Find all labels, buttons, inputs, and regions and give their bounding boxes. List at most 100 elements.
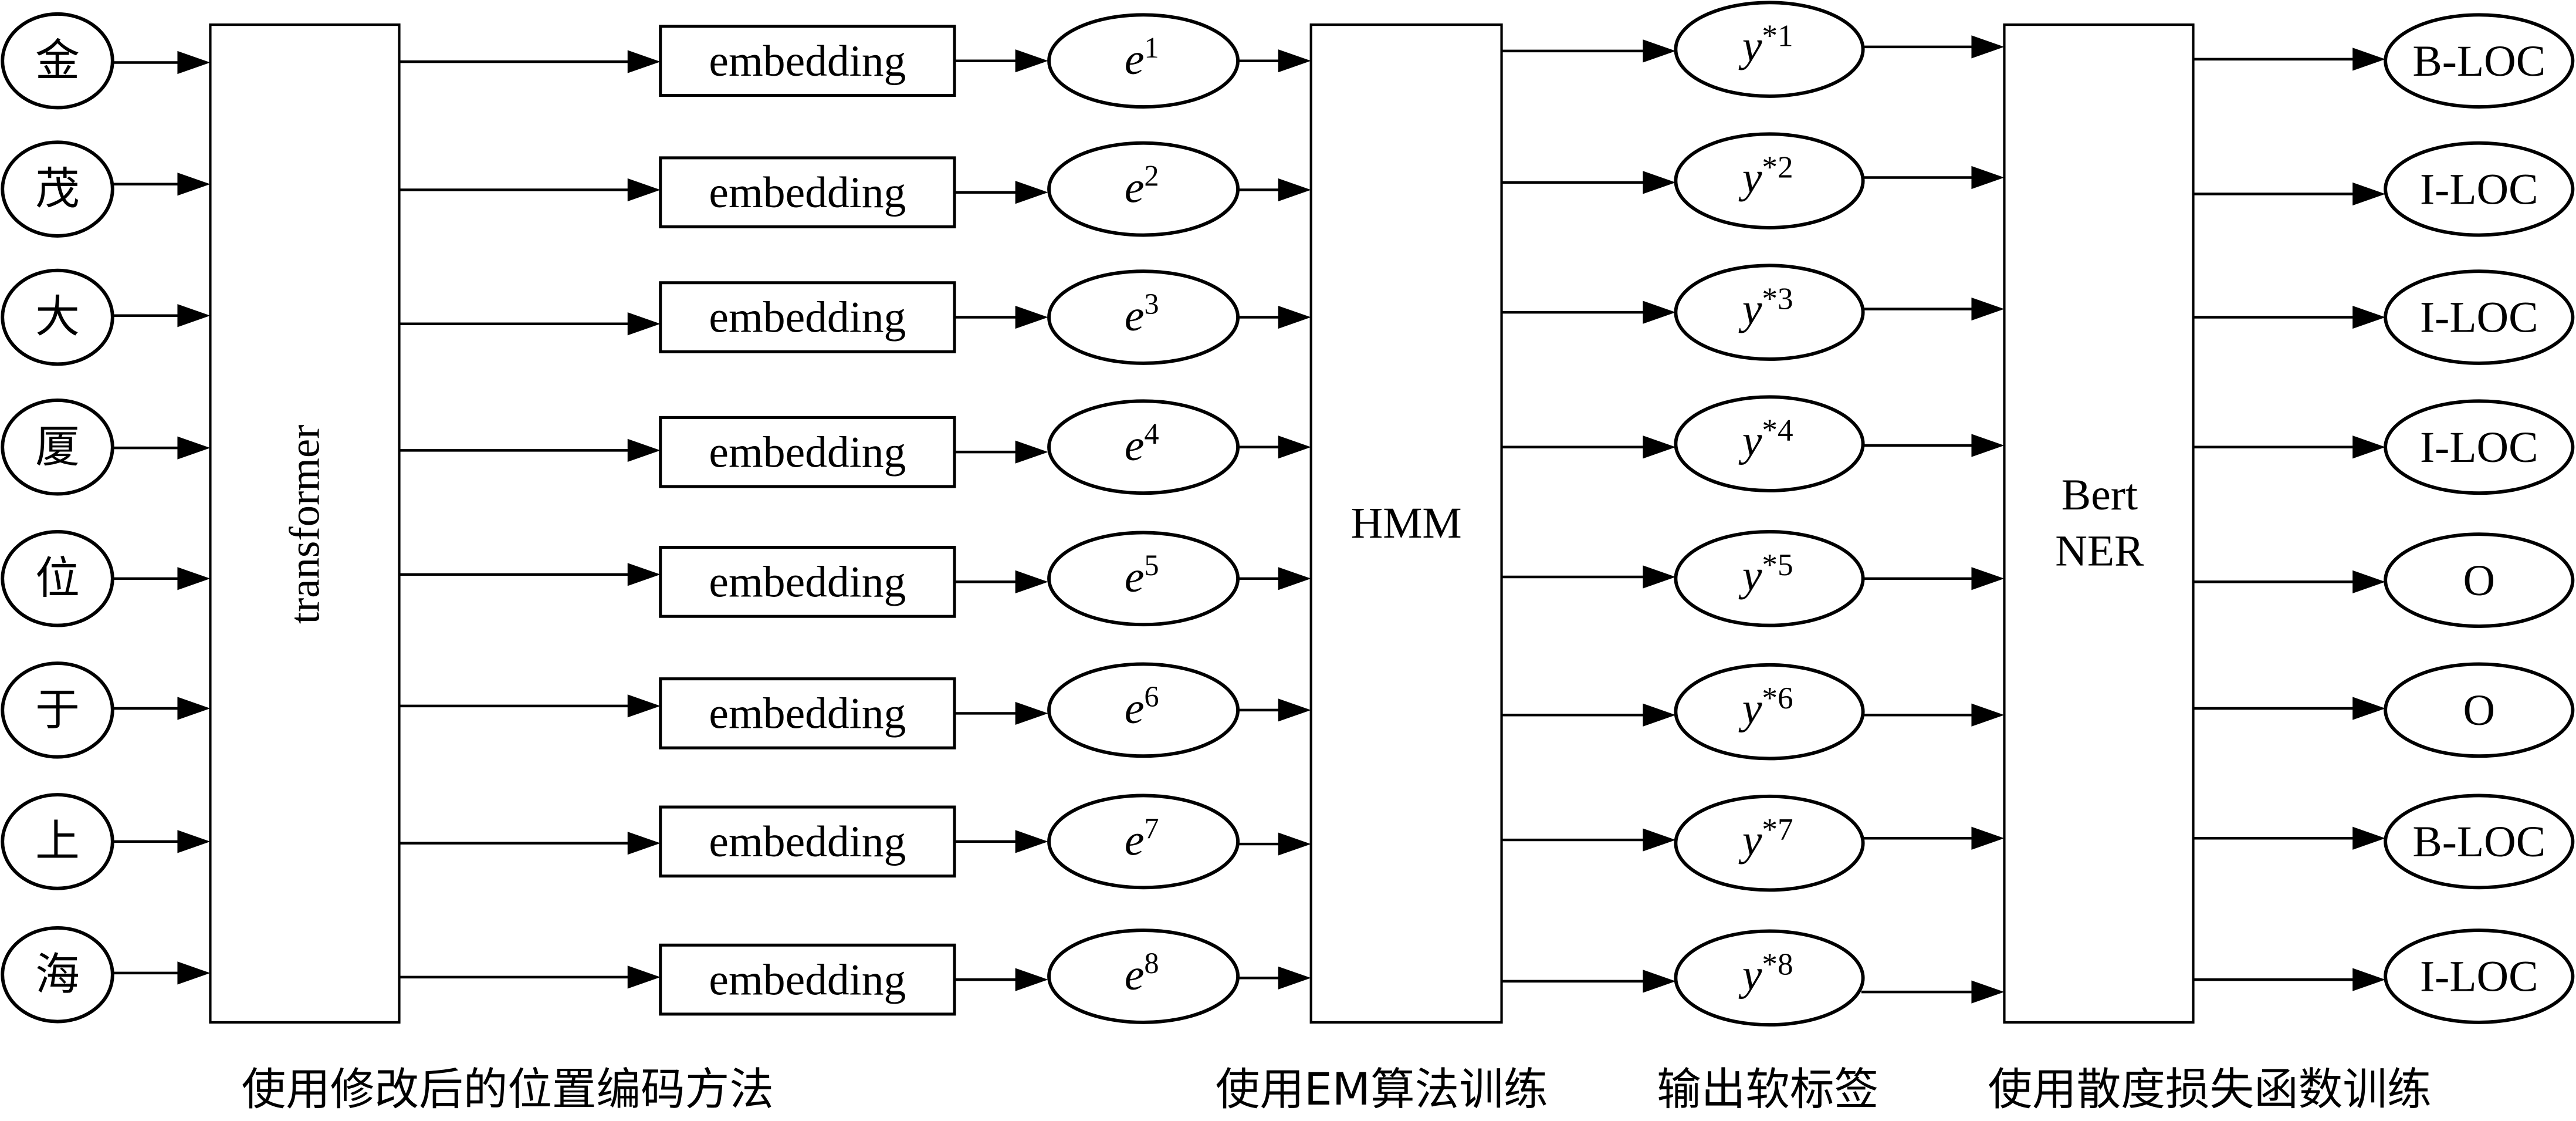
input-char-label: 海 xyxy=(35,948,80,1000)
arrowhead-icon xyxy=(627,563,661,586)
e-node-2: e2 xyxy=(1047,141,1240,237)
arrow-embedding-to-e-6 xyxy=(954,701,1048,725)
arrow-e-to-hmm-2 xyxy=(1237,178,1311,202)
arrow-e-to-hmm-3 xyxy=(1237,305,1311,329)
arrow-soft-label-to-bert-1 xyxy=(1861,35,2005,59)
soft-label-base: y xyxy=(1738,551,1762,600)
soft-label-node-5: y*5 xyxy=(1674,530,1865,627)
arrowhead-icon xyxy=(1971,434,2005,457)
arrowhead-icon xyxy=(1015,570,1048,594)
arrow-hmm-to-soft-label-1 xyxy=(1501,39,1676,63)
arrowhead-icon xyxy=(1971,703,2005,727)
embedding-box xyxy=(659,281,956,353)
soft-label-ellipse xyxy=(1674,1,1865,98)
arrow-hmm-to-soft-label-4 xyxy=(1501,435,1676,459)
soft-label-ellipse xyxy=(1674,132,1865,229)
arrowhead-icon xyxy=(1643,970,1676,993)
e-node-superscript: 8 xyxy=(1144,947,1159,980)
arrow-bert-to-output-8 xyxy=(2193,968,2386,991)
arrowhead-icon xyxy=(1643,171,1676,194)
soft-label-ellipse xyxy=(1674,663,1865,761)
output-tag-node-5: O xyxy=(2384,532,2575,628)
input-char-node-8: 海 xyxy=(1,926,114,1024)
arrowhead-icon xyxy=(1015,305,1048,329)
arrowhead-icon xyxy=(177,50,211,75)
transformer-label: transformer xyxy=(280,425,328,624)
e-node-label: e7 xyxy=(1125,812,1159,865)
embedding-box xyxy=(659,943,956,1016)
arrowhead-icon xyxy=(2352,305,2386,329)
arrow-transformer-to-embedding-2 xyxy=(399,178,661,202)
arrow-input-to-transformer-7 xyxy=(113,830,211,853)
arrowhead-icon xyxy=(1278,832,1311,856)
arrow-input-to-transformer-6 xyxy=(113,697,211,720)
arrowhead-icon xyxy=(1278,698,1311,722)
bert-ner-label-line1: Bert xyxy=(2062,471,2138,519)
bert-ner-box xyxy=(2003,23,2195,1024)
soft-label-ellipse xyxy=(1674,929,1865,1027)
output-tag-node-4: I-LOC xyxy=(2384,399,2575,495)
embedding-label: embedding xyxy=(709,955,906,1004)
arrow-soft-label-to-bert-5 xyxy=(1861,567,2005,590)
arrowhead-icon xyxy=(177,961,211,985)
soft-label-text: y*5 xyxy=(1738,548,1793,600)
arrowhead-icon xyxy=(1643,435,1676,459)
arrow-bert-to-output-5 xyxy=(2193,570,2386,594)
embedding-box xyxy=(659,416,956,488)
e-node-ellipse xyxy=(1047,794,1240,890)
arrow-bert-to-output-6 xyxy=(2193,697,2386,720)
output-tag-ellipse xyxy=(2384,794,2575,890)
e-node-5: e5 xyxy=(1047,531,1240,627)
input-char-label: 金 xyxy=(35,35,80,86)
arrowhead-icon xyxy=(627,965,661,989)
arrow-transformer-to-embedding-6 xyxy=(399,694,661,718)
soft-label-superscript: *8 xyxy=(1762,947,1793,982)
e-node-label: e3 xyxy=(1125,288,1159,340)
arrow-bert-to-output-2 xyxy=(2193,182,2386,206)
arrowhead-icon xyxy=(2352,435,2386,459)
e-node-7: e7 xyxy=(1047,794,1240,890)
arrow-input-to-transformer-5 xyxy=(113,567,211,590)
e-node-superscript: 3 xyxy=(1144,288,1159,320)
e-node-base: e xyxy=(1125,684,1145,733)
soft-label-base: y xyxy=(1738,951,1762,1000)
output-tag-label: I-LOC xyxy=(2420,953,2538,1001)
e-node-superscript: 6 xyxy=(1144,680,1159,713)
soft-label-superscript: *6 xyxy=(1762,681,1793,715)
arrow-embedding-to-e-8 xyxy=(954,968,1048,991)
output-tag-node-3: I-LOC xyxy=(2384,269,2575,365)
e-node-superscript: 1 xyxy=(1144,31,1159,64)
soft-label-node-7: y*7 xyxy=(1674,794,1865,892)
arrow-embedding-to-e-7 xyxy=(954,830,1048,853)
arrow-hmm-to-soft-label-8 xyxy=(1501,970,1676,993)
input-char-node-6: 于 xyxy=(1,661,114,759)
arrowhead-icon xyxy=(1278,305,1311,329)
soft-label-text: y*6 xyxy=(1738,681,1793,733)
soft-label-node-4: y*4 xyxy=(1674,395,1865,492)
arrow-embedding-to-e-1 xyxy=(954,49,1048,73)
arrow-bert-to-output-1 xyxy=(2193,48,2386,71)
arrowhead-icon xyxy=(1971,35,2005,59)
arrowhead-icon xyxy=(1278,49,1311,73)
input-char-ellipse xyxy=(1,399,114,496)
arrowhead-icon xyxy=(1971,980,2005,1004)
arrow-soft-label-to-bert-2 xyxy=(1861,166,2005,190)
input-char-ellipse xyxy=(1,268,114,366)
embedding-label: embedding xyxy=(709,37,906,86)
transformer-block: transformer xyxy=(209,23,401,1024)
embedding-node-4: embedding xyxy=(659,416,956,488)
soft-label-superscript: *1 xyxy=(1762,18,1793,53)
arrow-input-to-transformer-4 xyxy=(113,436,211,460)
soft-label-node-6: y*6 xyxy=(1674,663,1865,761)
input-char-node-2: 茂 xyxy=(1,140,114,238)
arrowhead-icon xyxy=(1971,166,2005,190)
arrowhead-icon xyxy=(2352,826,2386,850)
arrow-soft-label-to-bert-7 xyxy=(1861,826,2005,850)
arrowhead-icon xyxy=(2352,570,2386,594)
e-node-base: e xyxy=(1125,35,1145,84)
e-node-base: e xyxy=(1125,553,1145,602)
arrowhead-icon xyxy=(1971,567,2005,590)
